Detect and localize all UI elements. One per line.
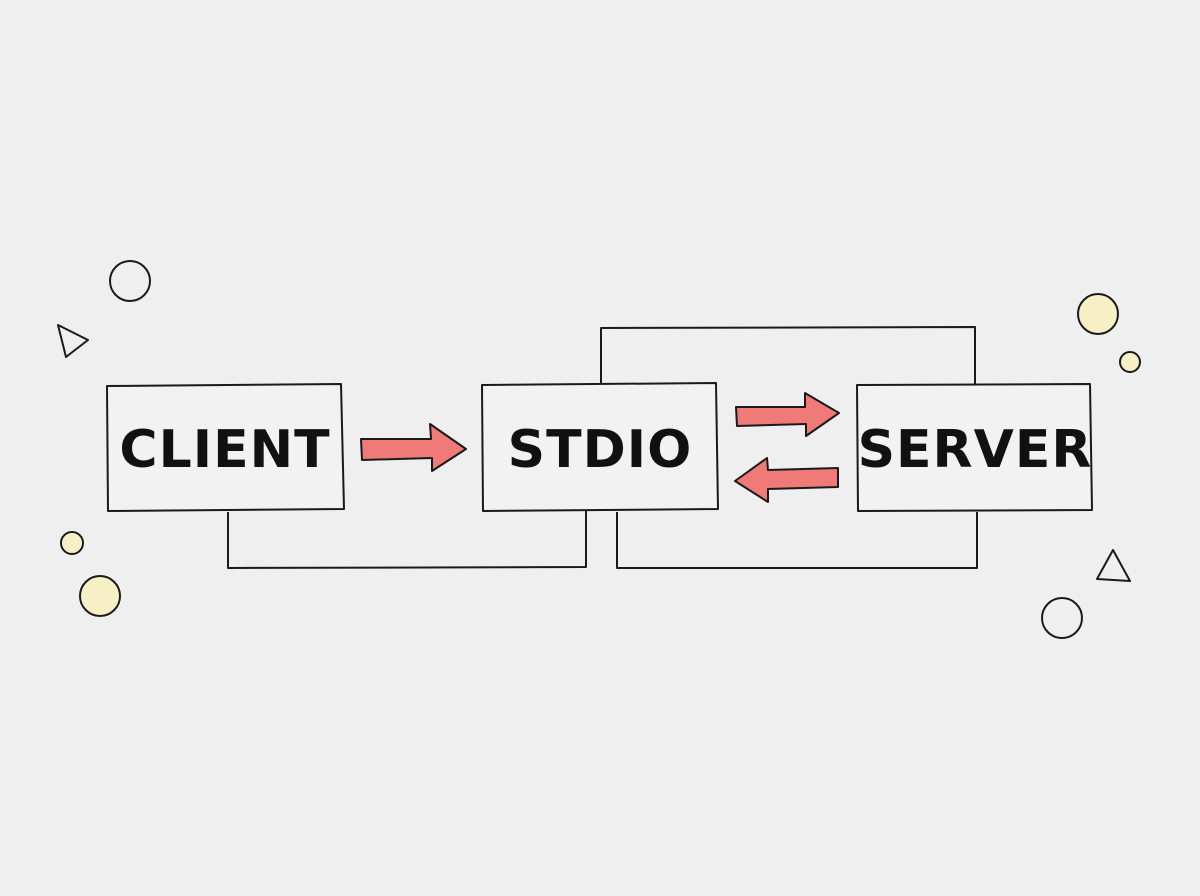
triangle-outline-icon <box>1096 549 1131 582</box>
node-stdio-label: STDIO <box>508 420 693 480</box>
arrow-stdio-to-server <box>735 392 840 437</box>
node-stdio-box <box>481 382 719 512</box>
circle-highlight-icon <box>79 575 121 617</box>
triangle-outline-icon <box>57 324 89 358</box>
circle-outline-icon <box>1041 597 1083 639</box>
connector-client-stdio <box>227 510 587 569</box>
node-server-box <box>856 383 1093 512</box>
circle-highlight-icon <box>1077 293 1119 335</box>
circle-outline-icon <box>109 260 151 302</box>
circle-highlight-icon <box>60 531 84 555</box>
connector-stdio-server-top <box>600 326 976 385</box>
arrow-client-to-stdio <box>360 423 467 472</box>
circle-highlight-icon <box>1119 351 1141 373</box>
node-client-label: CLIENT <box>119 420 330 480</box>
node-client-box <box>106 383 345 512</box>
arrow-server-to-stdio <box>734 457 839 503</box>
node-server-label: SERVER <box>858 420 1093 480</box>
connector-stdio-server-bottom <box>616 512 978 569</box>
